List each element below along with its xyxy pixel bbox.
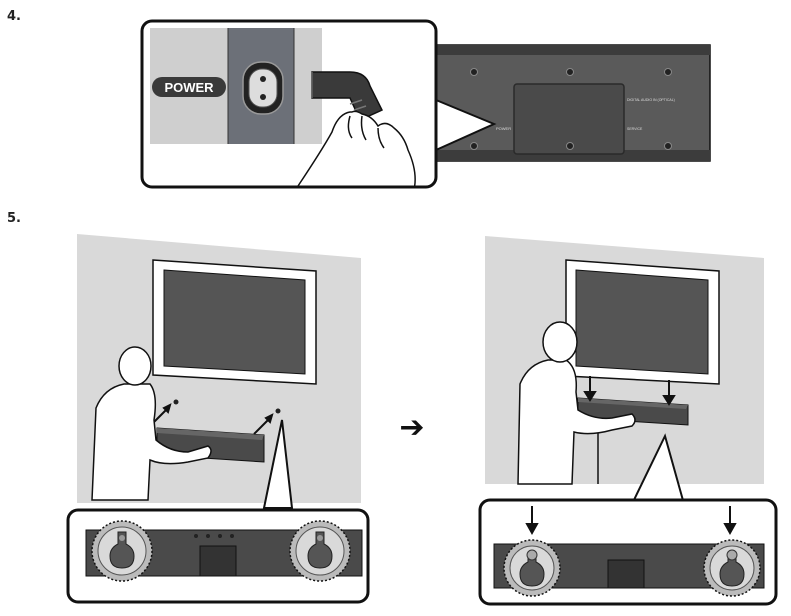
soundbar-rear-panel: POWER DIGITAL AUDIO IN (OPTICAL) SERVICE [420,45,710,161]
rear-service-label: SERVICE [627,127,643,131]
right-arrow-icon: ➔ [399,410,424,445]
step5-right-illustration [480,236,776,604]
rear-optical-label: DIGITAL AUDIO IN (OPTICAL) [627,98,675,102]
bracket-zoom-right [480,500,776,604]
power-zoom-callout: POWER [142,21,436,190]
tv [153,260,316,384]
rear-power-label: POWER [496,126,511,131]
step4-illustration: POWER DIGITAL AUDIO IN (OPTICAL) SERVICE… [142,21,710,190]
power-socket-icon [243,62,283,114]
tv [566,260,719,384]
power-label: POWER [164,80,214,95]
step5-left-illustration [68,234,368,602]
bracket-zoom-left [68,510,368,602]
